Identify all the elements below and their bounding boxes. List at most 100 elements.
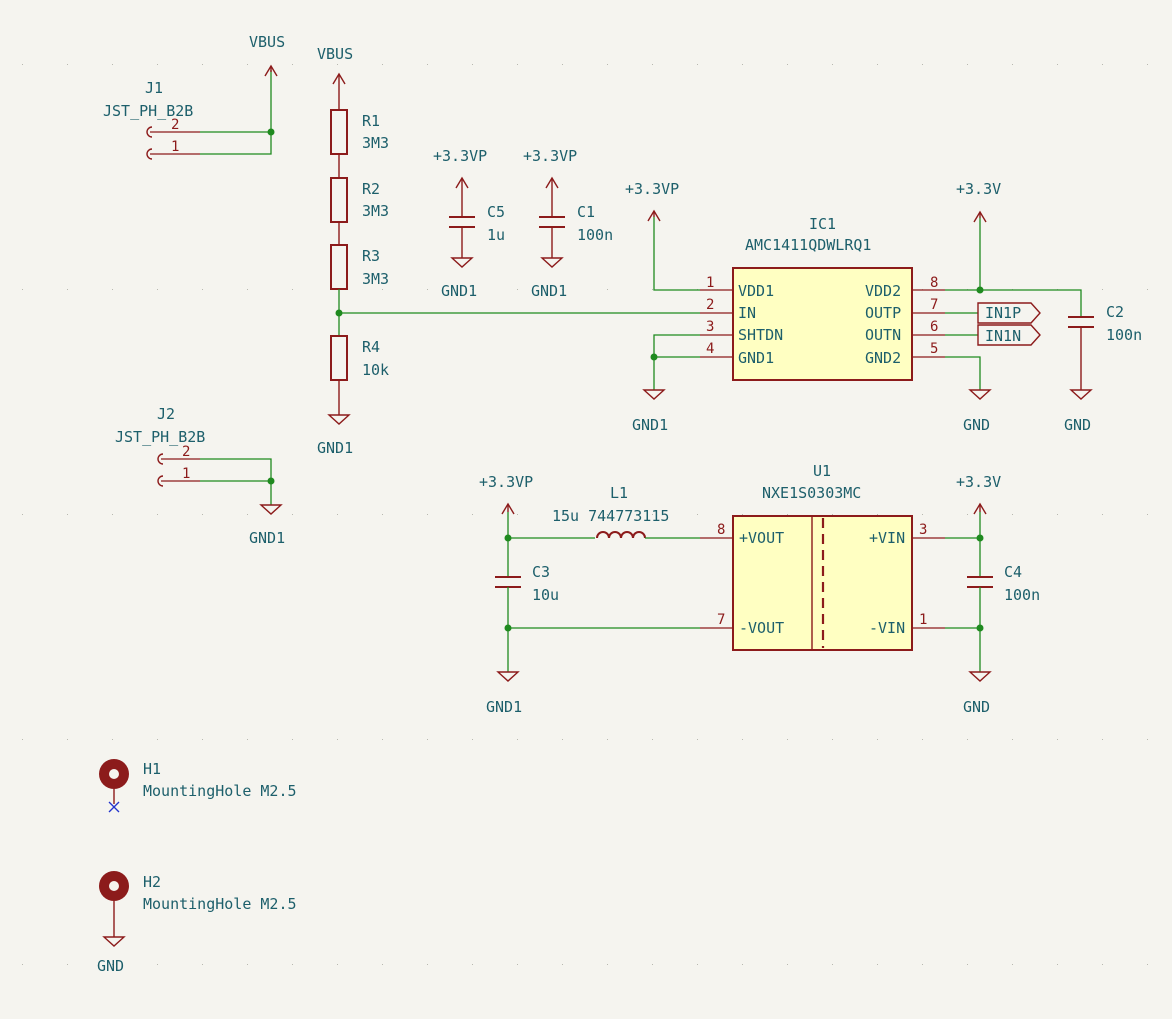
grid-dot [562, 64, 563, 65]
ic1-pin-number: 2 [706, 297, 714, 313]
grid-dot [292, 64, 293, 65]
grid-dot [697, 64, 698, 65]
grid-dot [832, 739, 833, 740]
grid-dot [1147, 289, 1148, 290]
power-gnd1-c5[interactable]: GND1 [441, 227, 477, 300]
power-gnd-ic1[interactable]: GND [963, 389, 992, 434]
h2-value: MountingHole M2.5 [143, 895, 297, 913]
power-p33v-u1[interactable]: +3.3V [956, 473, 1001, 515]
grid-dot [157, 514, 158, 515]
grid-dot [427, 289, 428, 290]
grid-dot [67, 739, 68, 740]
grid-dot [742, 739, 743, 740]
grid-dot [517, 514, 518, 515]
label-in1p[interactable]: IN1P [977, 302, 1041, 324]
grid-dot [967, 739, 968, 740]
grid-dot [247, 289, 248, 290]
inductor-l1[interactable]: L1 15u 744773115 [552, 484, 669, 539]
grid-dot [202, 514, 203, 515]
capacitor-c3[interactable]: C3 10u [495, 563, 559, 604]
power-p33vp-l1[interactable]: +3.3VP [479, 473, 533, 515]
r1-ref: R1 [362, 112, 380, 130]
power-p33vp-c1[interactable]: +3.3VP [523, 147, 577, 217]
ground-icon [102, 936, 126, 947]
ic1-amc1411[interactable]: IC1 AMC1411QDWLRQ1 1 2 3 4 VDD1 IN SHTDN… [700, 215, 945, 381]
wire-ic1-gnd2[interactable] [945, 356, 981, 390]
capacitor-c5[interactable]: C5 1u [449, 203, 505, 244]
grid-dot [1147, 64, 1148, 65]
power-gnd1-j2[interactable]: GND1 [249, 504, 285, 547]
u1-pin-name: -VOUT [739, 619, 784, 637]
j2-pin1-number: 1 [182, 466, 190, 482]
grid-dot [517, 289, 518, 290]
connector-j1[interactable]: J1 JST_PH_B2B 2 1 [103, 79, 200, 160]
power-gnd1-c3[interactable]: GND1 [486, 671, 522, 716]
grid-dot [157, 289, 158, 290]
grid-dot [832, 514, 833, 515]
grid-dot [742, 964, 743, 965]
grid-dot [67, 514, 68, 515]
power-gnd-h2[interactable]: GND [97, 936, 126, 975]
power-gnd1-c1[interactable]: GND1 [531, 227, 567, 300]
power-label: +3.3V [956, 180, 1001, 198]
grid-dot [1102, 64, 1103, 65]
c3-ref: C3 [532, 563, 550, 581]
wire-ic1-shtdn-gnd1[interactable] [653, 334, 700, 358]
power-gnd1-r4[interactable]: GND1 [317, 380, 353, 457]
u1-pin-name: -VIN [869, 619, 905, 637]
ic1-pin-name: OUTP [865, 304, 901, 322]
power-p33vp-c5[interactable]: +3.3VP [433, 147, 487, 217]
grid-dot [1147, 964, 1148, 965]
grid-dot [697, 964, 698, 965]
power-label: +3.3VP [479, 473, 533, 491]
wire-ic1-vdd2-c2[interactable] [945, 289, 1082, 317]
grid-dot [472, 64, 473, 65]
power-p33vp-ic1[interactable]: +3.3VP [625, 180, 679, 222]
power-vbus-r1[interactable]: VBUS [317, 45, 353, 110]
mounting-hole-h1[interactable]: H1 MountingHole M2.5 [99, 759, 297, 813]
r4-value: 10k [362, 361, 389, 379]
resistor-r2[interactable]: R2 3M3 [330, 177, 389, 223]
grid-dot [607, 739, 608, 740]
grid-dot [247, 739, 248, 740]
power-gnd1-ic1[interactable]: GND1 [632, 389, 668, 434]
label-in1n[interactable]: IN1N [977, 324, 1041, 346]
ic1-pin-number: 6 [930, 319, 938, 335]
c2-ref: C2 [1106, 303, 1124, 321]
grid-dot [337, 64, 338, 65]
j1-pin1-number: 1 [171, 139, 179, 155]
grid-dot [607, 964, 608, 965]
power-vbus-j1[interactable]: VBUS [249, 33, 285, 77]
power-label: +3.3VP [625, 180, 679, 198]
u1-nxe1s0303mc[interactable]: U1 NXE1S0303MC 8 7 3 1 +VOUT -VOUT +VIN … [700, 462, 945, 651]
resistor-r3[interactable]: R3 3M3 [330, 244, 389, 290]
label-text: IN1P [985, 304, 1021, 322]
power-label: +3.3V [956, 473, 1001, 491]
power-label: GND1 [441, 282, 477, 300]
junction-l1-input [504, 534, 512, 542]
grid-dot [112, 514, 113, 515]
j2-value: JST_PH_B2B [115, 428, 205, 446]
grid-dot [787, 514, 788, 515]
power-gnd-c4[interactable]: GND [963, 671, 992, 716]
grid-dot [967, 64, 968, 65]
ic1-pin-number: 4 [706, 341, 714, 357]
power-label: GND [963, 416, 990, 434]
capacitor-c2[interactable]: C2 100n [1068, 303, 1142, 344]
wire-j2-pin2[interactable] [200, 458, 272, 481]
grid-dot [517, 739, 518, 740]
grid-dot [382, 64, 383, 65]
power-p33v-ic1[interactable]: +3.3V [956, 180, 1001, 223]
grid-dot [292, 739, 293, 740]
mounting-hole-h2[interactable]: H2 MountingHole M2.5 [99, 871, 297, 937]
r3-ref: R3 [362, 247, 380, 265]
connector-j2[interactable]: J2 JST_PH_B2B 2 1 [115, 405, 205, 487]
power-gnd-c2[interactable]: GND [1064, 327, 1093, 434]
u1-pin-number: 8 [717, 522, 725, 538]
grid-dot [562, 964, 563, 965]
wire-ic1-vdd1[interactable] [653, 217, 700, 291]
grid-dot [67, 289, 68, 290]
grid-dot [967, 964, 968, 965]
wire-j1-pin1[interactable] [200, 132, 272, 155]
grid-dot [787, 964, 788, 965]
